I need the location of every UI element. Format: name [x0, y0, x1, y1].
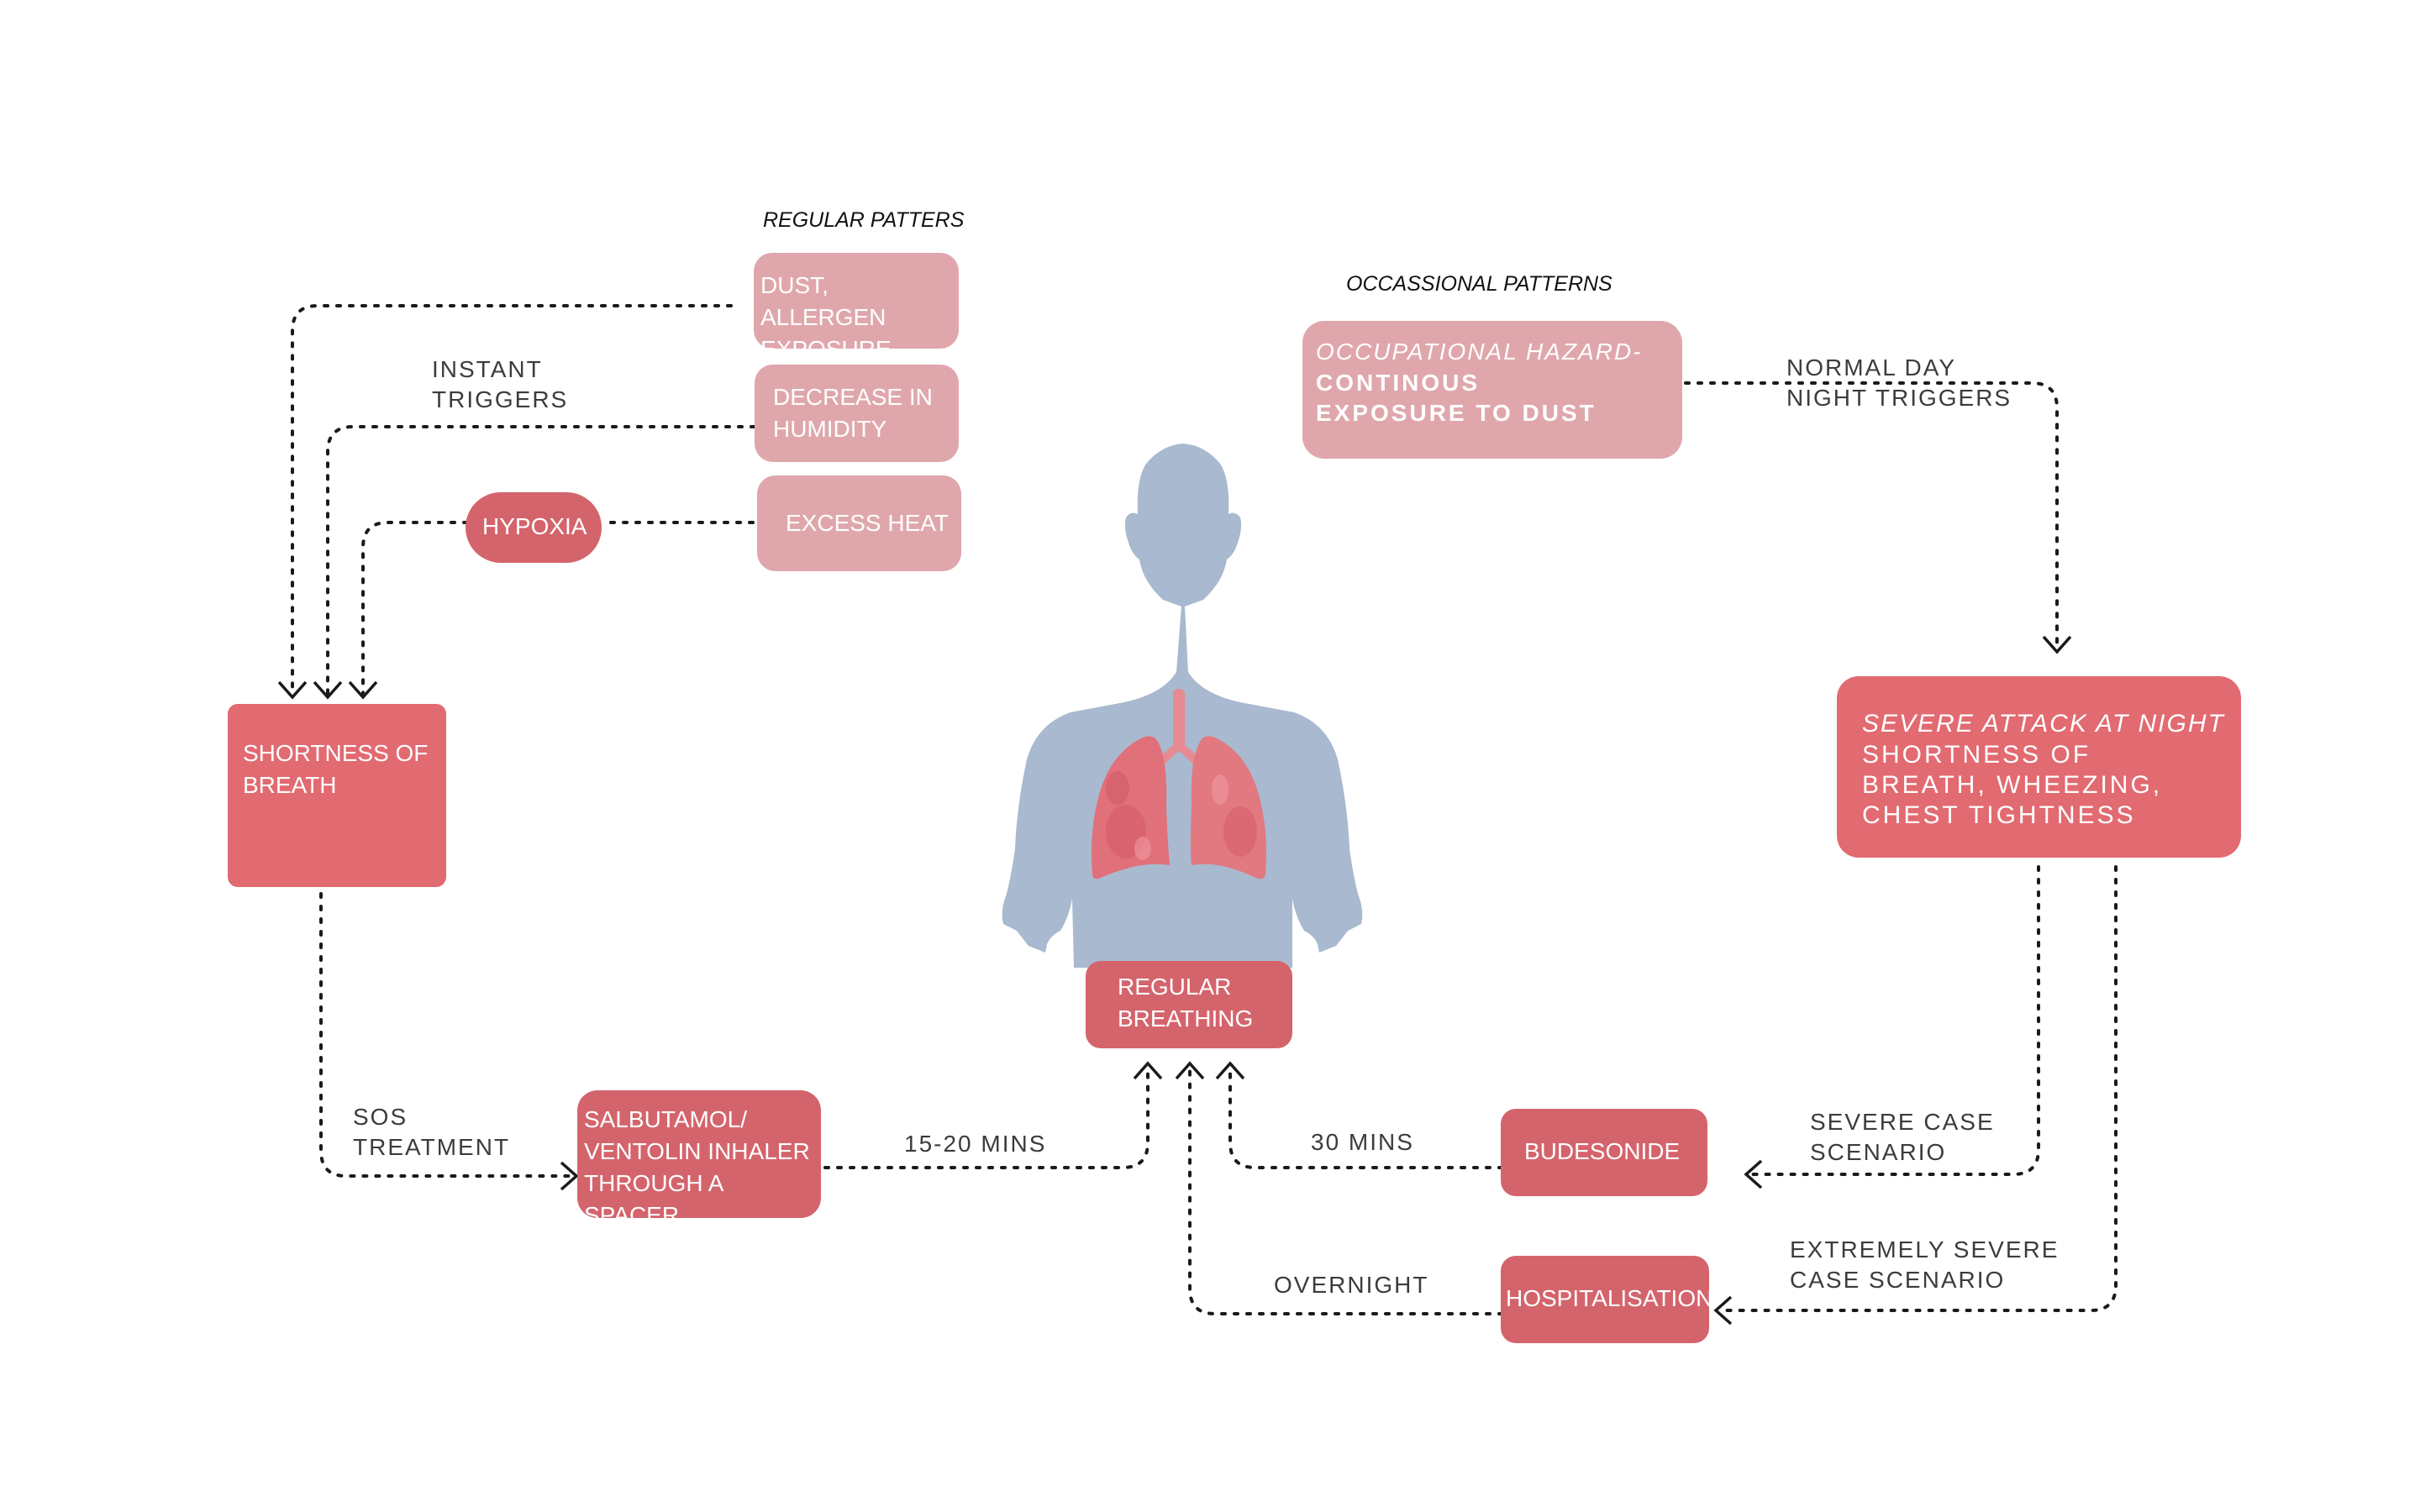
arrowhead-regular-1	[1133, 1061, 1163, 1080]
connector-occupational-to-severe	[1684, 381, 2059, 648]
label-sos-treatment: SOS TREATMENT	[353, 1104, 511, 1160]
connector-severe-to-hospitalisation	[1719, 865, 2118, 1312]
regular-patterns-heading: REGULAR PATTERS	[763, 208, 965, 232]
node-regular-breathing-label: REGULAR BREATHING	[1118, 974, 1254, 1032]
arrowhead-humidity	[313, 680, 343, 700]
occupational-hazard-body: CONTINOUS EXPOSURE TO DUST	[1316, 370, 1597, 426]
lungs-icon	[1092, 689, 1266, 879]
node-inhaler: SALBUTAMOL/ VENTOLIN INHALER THROUGH A S…	[577, 1090, 821, 1228]
trigger-decrease-humidity: DECREASE IN HUMIDITY	[755, 365, 959, 462]
trigger-dust-allergen: DUST, ALLERGEN EXPOSURE	[754, 253, 959, 362]
connector-hypoxia-to-shortness	[361, 521, 469, 697]
node-hospitalisation-label: HOSPITALISATION	[1506, 1285, 1713, 1311]
node-hypoxia: HYPOXIA	[466, 492, 602, 563]
arrowhead-regular-2	[1175, 1061, 1205, 1080]
connector-shortness-to-inhaler	[319, 892, 573, 1178]
arrowhead-hospitalisation-in	[1713, 1295, 1733, 1326]
node-hospitalisation: HOSPITALISATION	[1501, 1256, 1713, 1343]
occasional-patterns-heading: OCCASSIONAL PATTERNS	[1346, 272, 1612, 296]
arrowhead-budesonide-in	[1744, 1159, 1763, 1189]
occupational-hazard-title: OCCUPATIONAL HAZARD-	[1316, 339, 1643, 365]
connector-inhaler-to-regular	[823, 1065, 1150, 1169]
connector-humidity-to-shortness	[326, 425, 756, 697]
arrowhead-inhaler-in	[560, 1161, 579, 1191]
node-shortness-of-breath: SHORTNESS OF BREATH	[228, 704, 446, 887]
arrowhead-occupational	[2042, 635, 2072, 654]
node-regular-breathing: REGULAR BREATHING	[1086, 961, 1292, 1048]
node-budesonide-label: BUDESONIDE	[1524, 1138, 1681, 1164]
arrowhead-regular-3	[1215, 1061, 1245, 1080]
trigger-excess-heat-label: EXCESS HEAT	[786, 510, 949, 536]
trigger-decrease-humidity-label: DECREASE IN HUMIDITY	[773, 384, 933, 442]
node-severe-attack-title: SEVERE ATTACK AT NIGHT	[1862, 710, 2225, 738]
label-normal-day-night-triggers: NORMAL DAY NIGHT TRIGGERS	[1786, 354, 2012, 411]
trigger-dust-allergen-label: DUST, ALLERGEN EXPOSURE	[760, 272, 892, 362]
label-instant-triggers: INSTANT TRIGGERS	[432, 356, 569, 412]
connector-severe-to-budesonide	[1749, 865, 2040, 1176]
label-severe-case-scenario: SEVERE CASE SCENARIO	[1810, 1109, 1995, 1165]
node-budesonide: BUDESONIDE	[1501, 1109, 1707, 1196]
occupational-hazard-box: OCCUPATIONAL HAZARD- CONTINOUS EXPOSURE …	[1302, 321, 1682, 459]
node-hypoxia-label: HYPOXIA	[482, 513, 587, 539]
connector-hospitalisation-to-regular	[1188, 1065, 1504, 1315]
label-overnight: OVERNIGHT	[1274, 1272, 1429, 1298]
label-extremely-severe-case: EXTREMELY SEVERE CASE SCENARIO	[1790, 1236, 2060, 1293]
arrowhead-hypoxia	[348, 680, 378, 700]
node-shortness-of-breath-label: SHORTNESS OF BREATH	[243, 740, 429, 798]
connector-dust-to-shortness	[291, 304, 733, 697]
node-inhaler-label: SALBUTAMOL/ VENTOLIN INHALER THROUGH A S…	[584, 1106, 810, 1228]
arrowhead-dust	[277, 680, 308, 700]
label-30-mins: 30 MINS	[1311, 1129, 1414, 1155]
label-15-20-mins: 15-20 MINS	[904, 1131, 1047, 1157]
connector-budesonide-to-regular	[1228, 1065, 1504, 1169]
trigger-excess-heat: EXCESS HEAT	[757, 475, 961, 571]
node-severe-attack-body: SHORTNESS OF BREATH, WHEEZING, CHEST TIG…	[1862, 741, 2163, 829]
node-severe-attack: SEVERE ATTACK AT NIGHT SHORTNESS OF BREA…	[1837, 676, 2241, 858]
